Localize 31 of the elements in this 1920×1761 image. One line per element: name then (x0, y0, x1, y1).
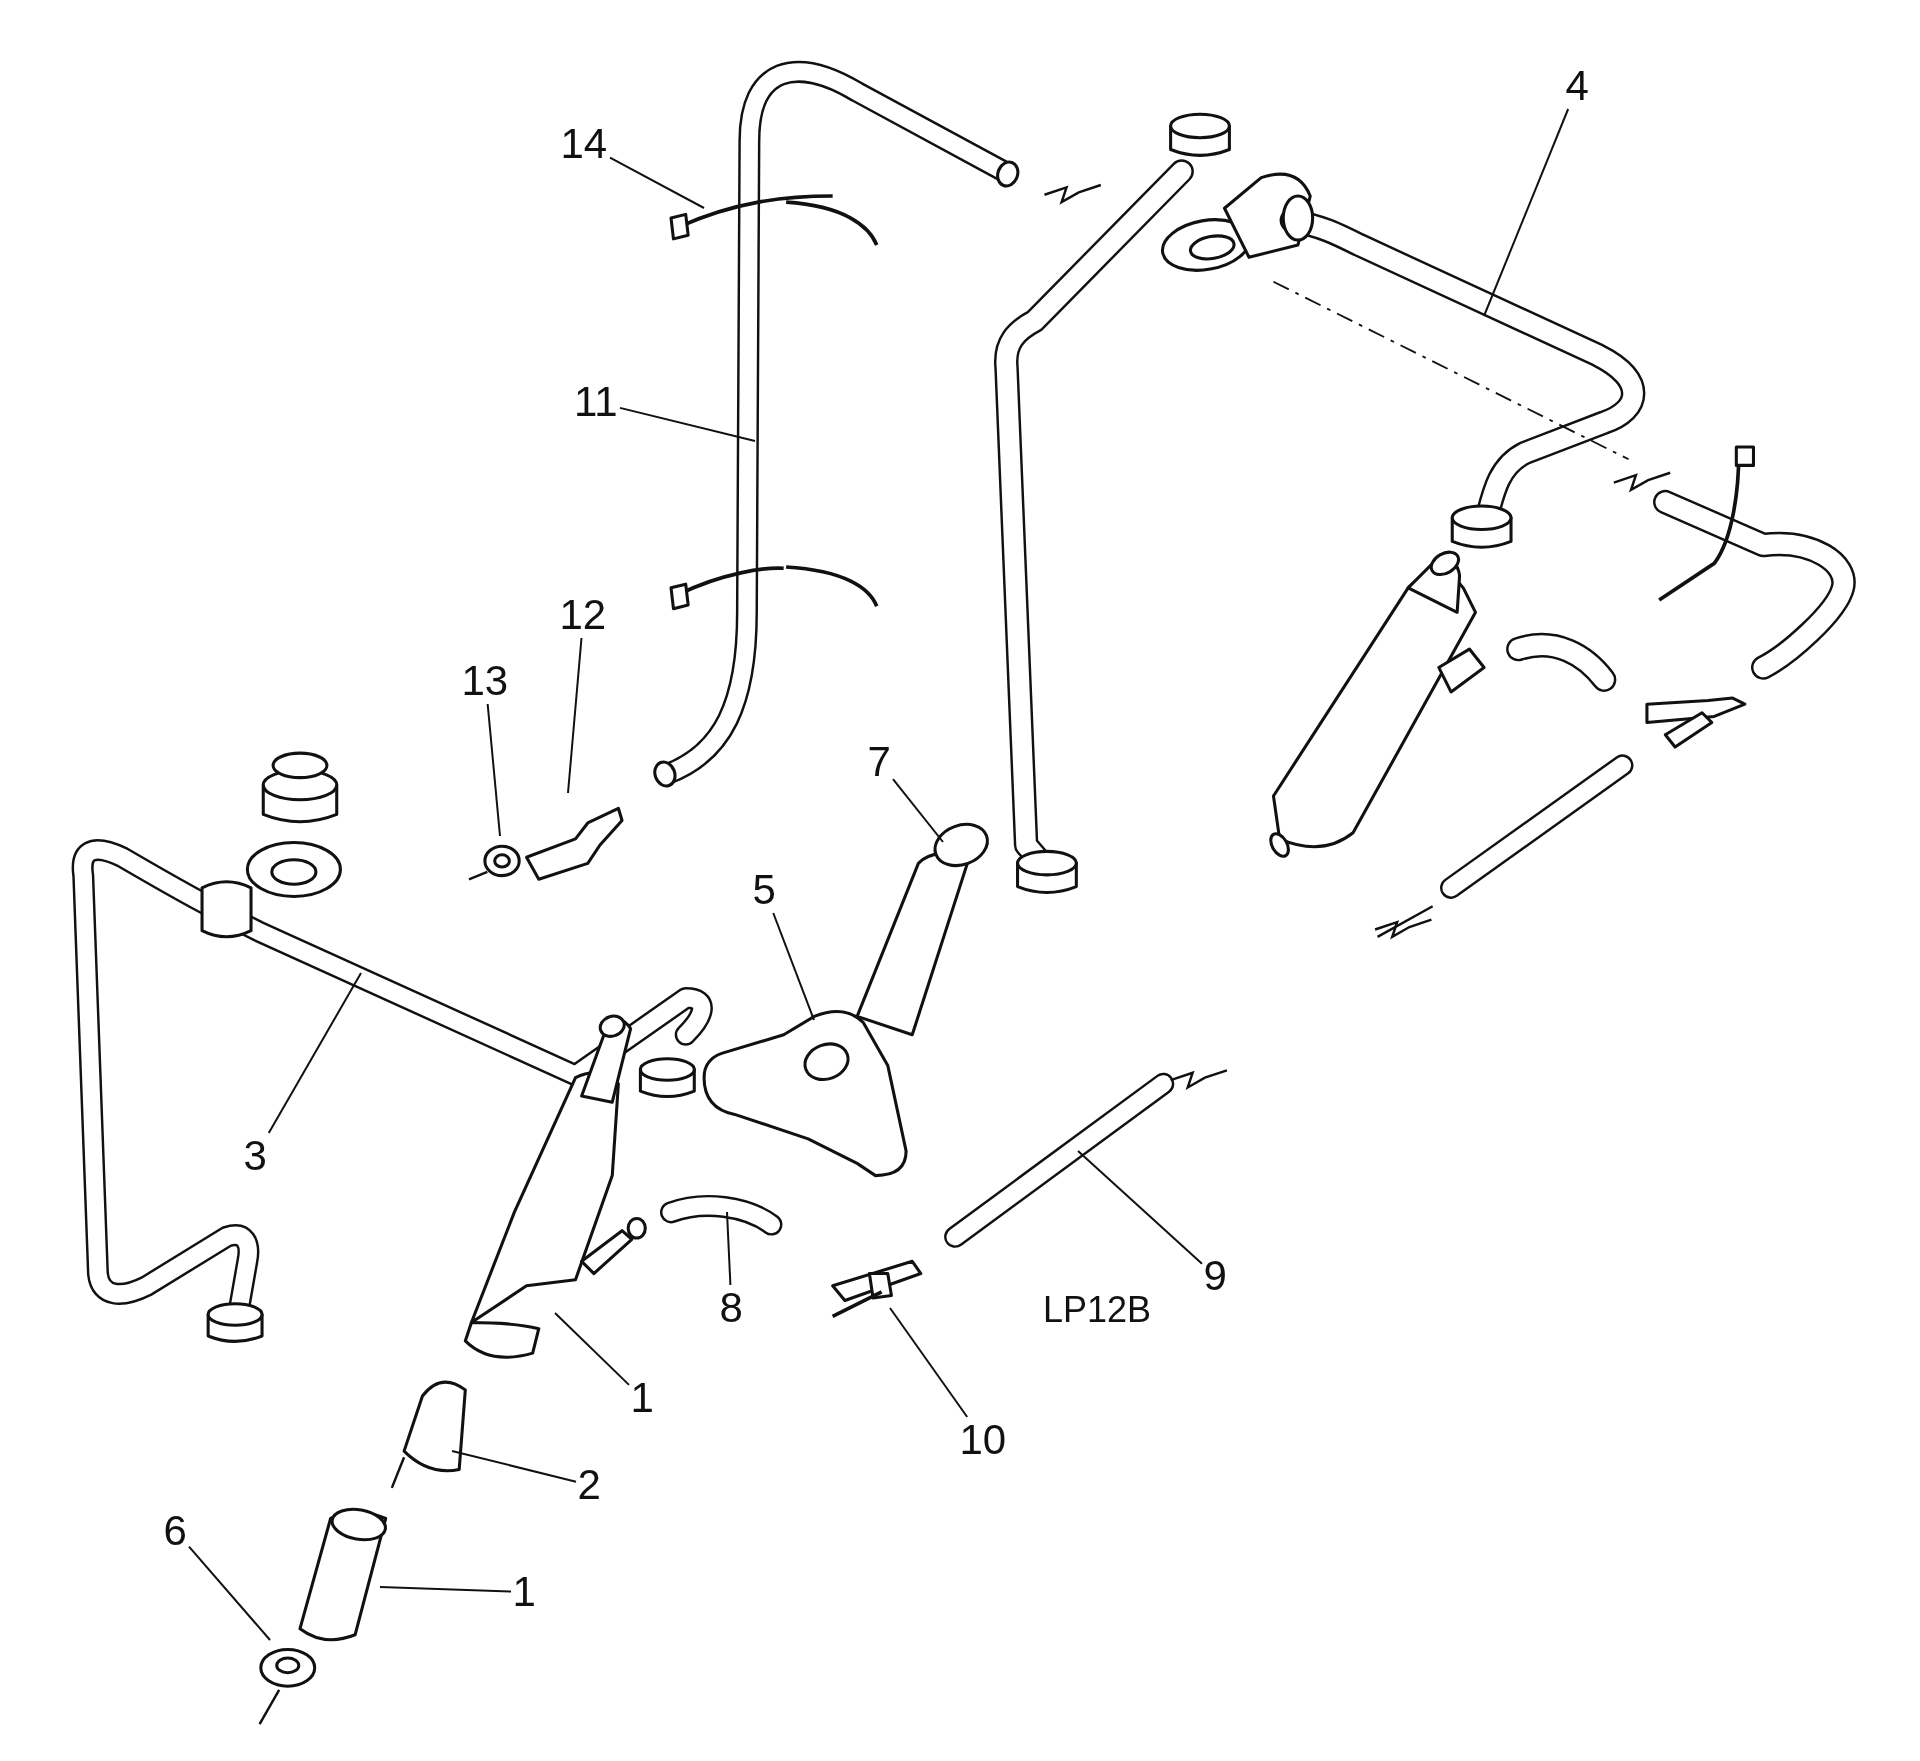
drawing-reference: LP12B (1043, 1292, 1152, 1328)
leader-line (892, 778, 944, 843)
callout-number: 5 (750, 867, 778, 913)
leader-line (188, 1545, 271, 1641)
leader-line (609, 156, 705, 209)
leader-line (379, 1586, 512, 1593)
callout-number: 4 (1563, 63, 1591, 109)
callout-number: 3 (241, 1133, 269, 1179)
leader-line (486, 703, 501, 837)
callout-number: 7 (865, 739, 893, 785)
callout-number: 11 (572, 379, 620, 425)
callout-number: 6 (161, 1508, 189, 1554)
callout-number: 14 (558, 121, 610, 167)
callout-number: 12 (557, 592, 609, 638)
leader-line (1483, 108, 1570, 317)
leader-line (889, 1307, 969, 1418)
callout-number: 1 (628, 1375, 656, 1421)
callout-number: 10 (957, 1417, 1009, 1463)
callout-number: 2 (575, 1462, 603, 1508)
callout-number: 8 (717, 1285, 745, 1331)
leader-line (567, 637, 583, 794)
leader-line (554, 1312, 630, 1386)
leader-line (1077, 1150, 1203, 1265)
leader-line (267, 972, 362, 1134)
callout-number: 13 (459, 658, 511, 704)
callout-number: 9 (1201, 1253, 1229, 1299)
leader-line (619, 406, 756, 442)
leader-line (772, 912, 815, 1021)
leader-line (726, 1211, 732, 1286)
callout-number: 1 (510, 1569, 538, 1615)
leader-line (451, 1450, 577, 1483)
